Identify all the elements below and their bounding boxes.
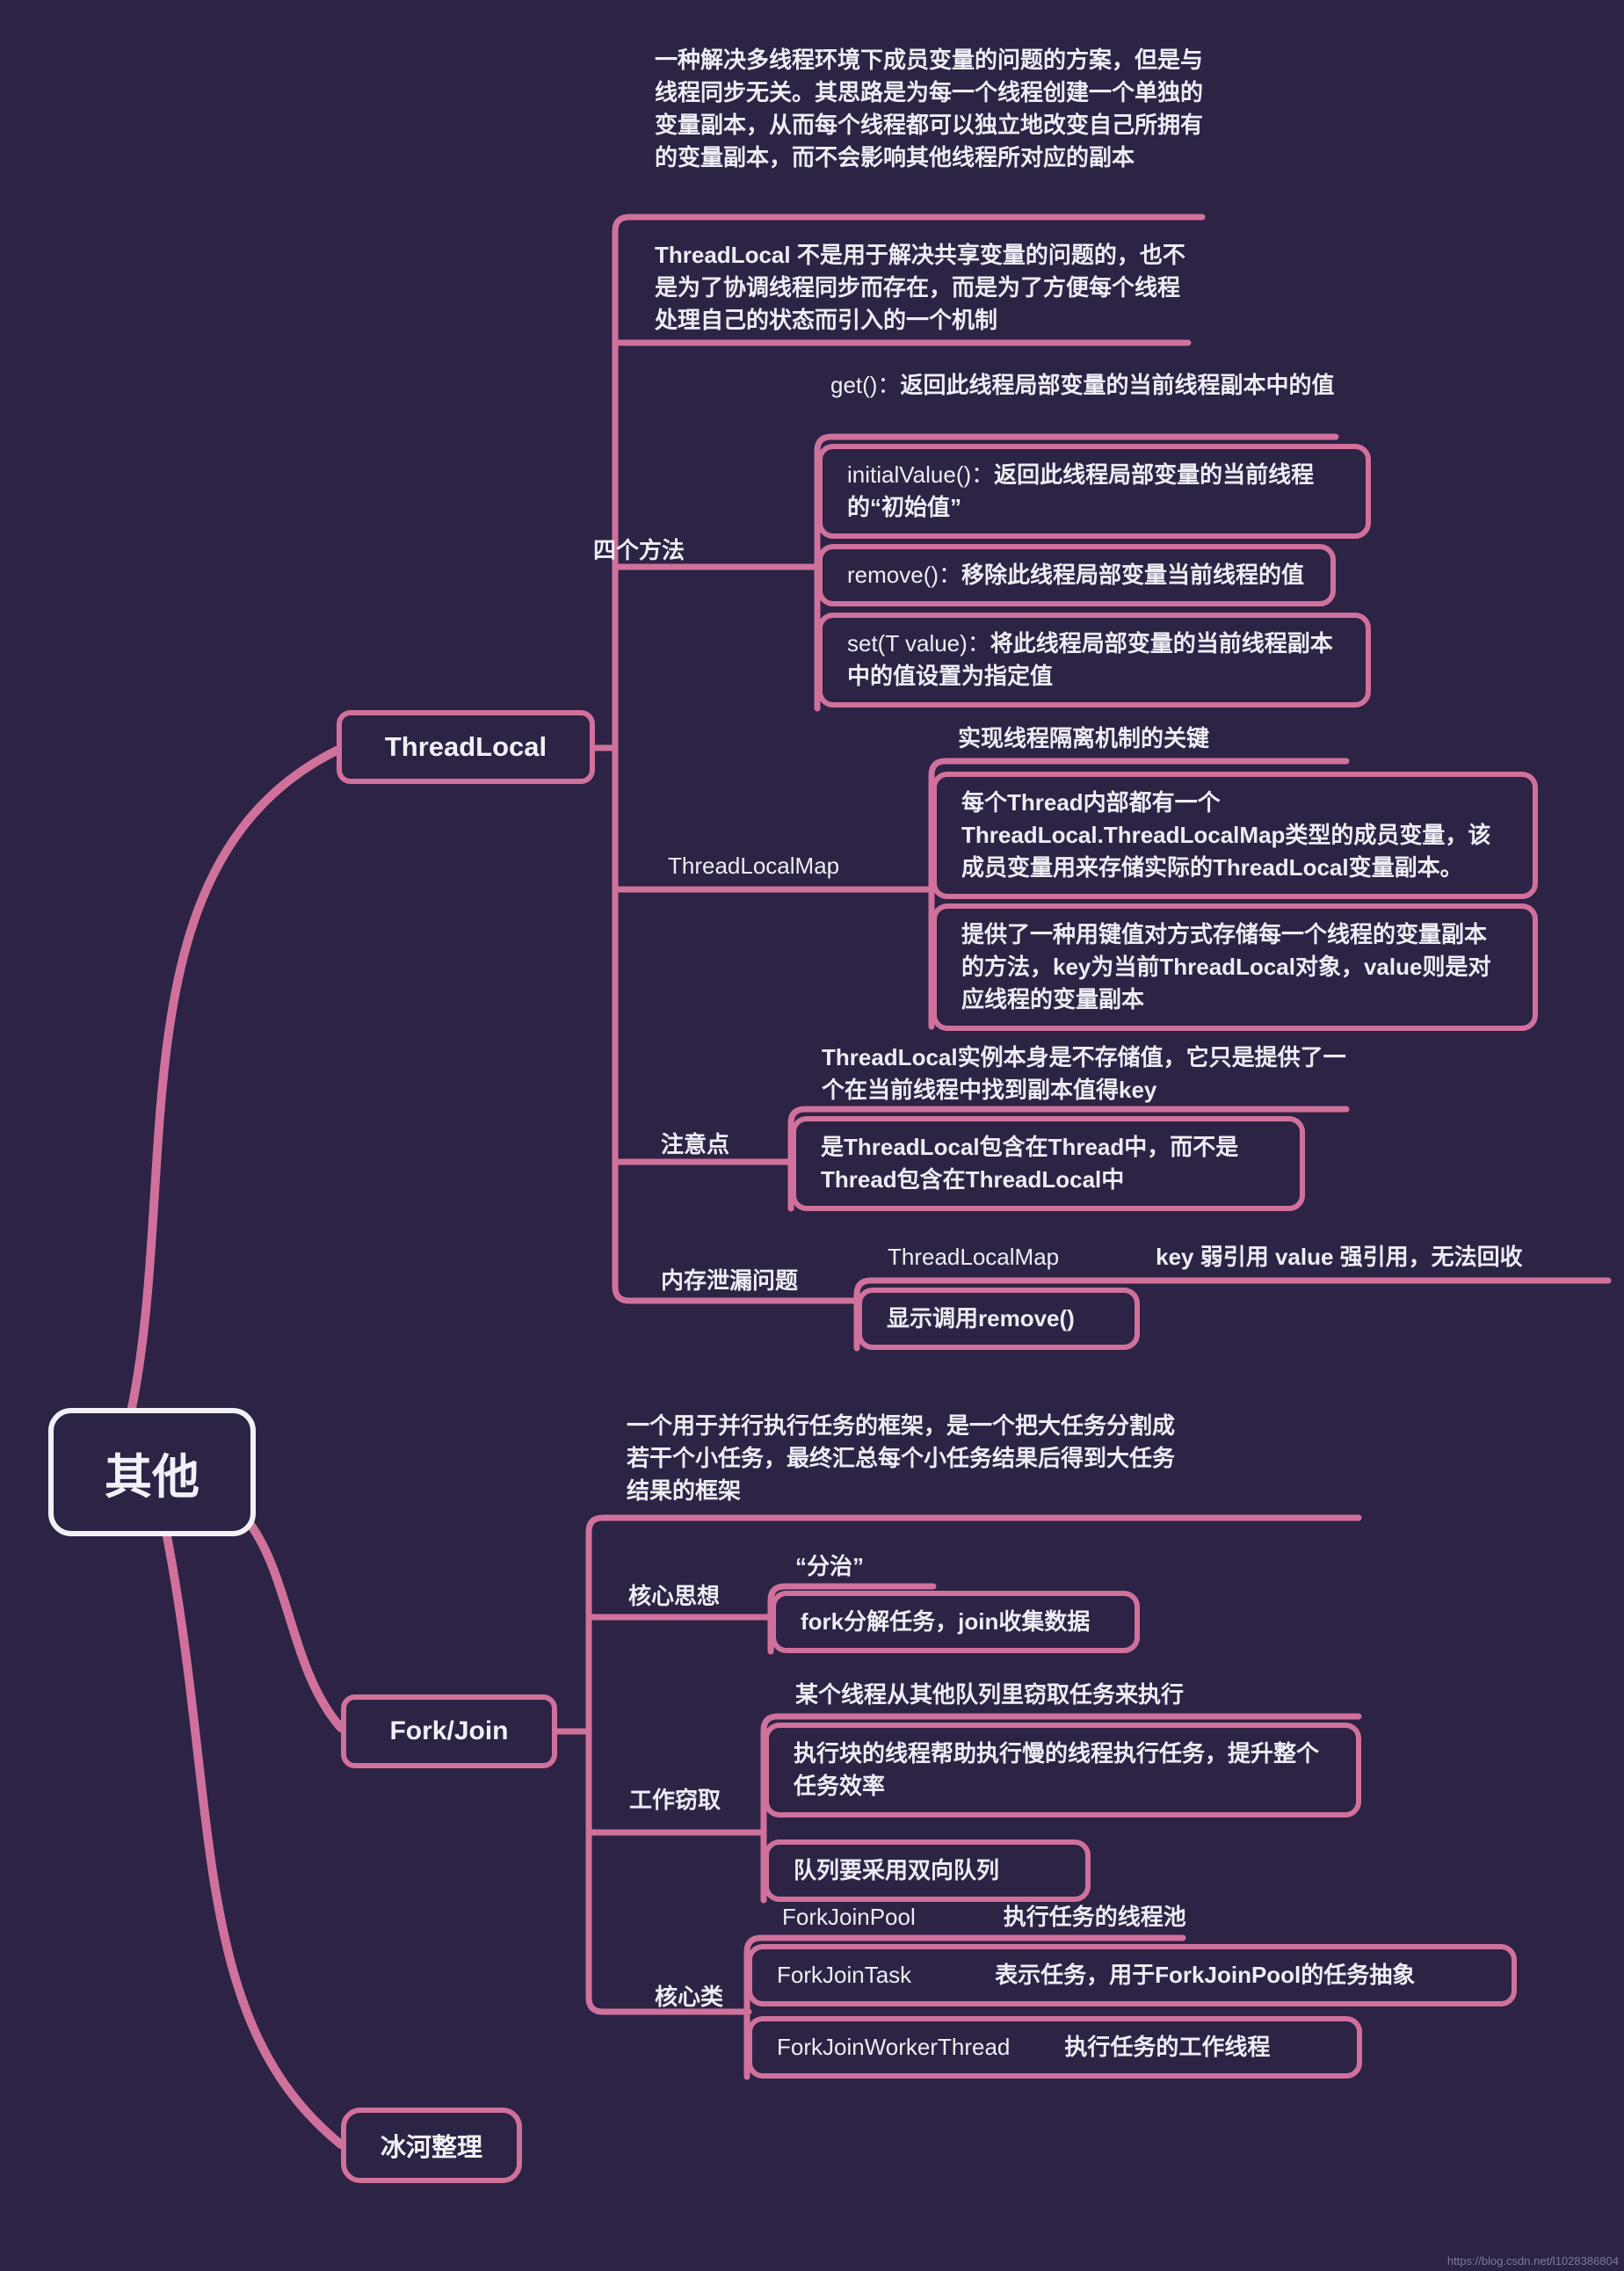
label-threadlocalmap[interactable]: ThreadLocalMap: [668, 853, 840, 879]
node-footer-label: 冰河整理: [380, 2134, 482, 2162]
label-core-classes[interactable]: 核心类: [655, 1984, 724, 2010]
node-forkjoin[interactable]: Fork/Join: [341, 1694, 557, 1768]
node-threadlocal-label: ThreadLocal: [384, 731, 547, 762]
trunk-threadlocal: [612, 214, 1206, 1304]
node-class-forkjoinworkerthread[interactable]: ForkJoinWorkerThread 执行任务的工作线程: [747, 2016, 1362, 2079]
node-leak-point2[interactable]: 显示调用remove(): [857, 1288, 1140, 1350]
method-set-desc: 将此线程局部变量的当前线程副本中的值设置为指定值: [847, 630, 1333, 689]
node-method-remove[interactable]: remove()：移除此线程局部变量当前线程的值: [817, 544, 1336, 606]
trunk-classes: [743, 1934, 1186, 2080]
label-work-stealing[interactable]: 工作窃取: [629, 1787, 721, 1813]
leaf-threadlocal-desc2[interactable]: ThreadLocal 不是用于解决共享变量的问题的，也不是为了协调线程同步而存…: [655, 242, 1185, 333]
leak-row-code: ThreadLocalMap: [888, 1244, 1060, 1270]
leaf-class-forkjoinpool[interactable]: ForkJoinPool 执行任务的线程池: [782, 1901, 1186, 1934]
class-forkjoinworkerthread-name: ForkJoinWorkerThread: [777, 2034, 1011, 2060]
class-forkjoinworkerthread-desc: 执行任务的工作线程: [1064, 2034, 1271, 2060]
trunk-steal: [760, 1713, 1362, 1904]
leaf-leak-row[interactable]: ThreadLocalMap key 弱引用 value 强引用，无法回收: [888, 1241, 1523, 1273]
node-forkjoin-label: Fork/Join: [389, 1716, 509, 1745]
class-forkjointask-desc: 表示任务，用于ForkJoinPool的任务抽象: [995, 1962, 1416, 1988]
label-memory-leak[interactable]: 内存泄漏问题: [661, 1267, 799, 1294]
leaf-notes-point1[interactable]: ThreadLocal实例本身是不存储值，它只是提供了一个在当前线程中找到副本值…: [822, 1044, 1346, 1103]
method-remove-code: remove()：: [847, 562, 962, 588]
node-steal-point3[interactable]: 队列要采用双向队列: [764, 1839, 1091, 1902]
trunk-forkjoin: [585, 1514, 1362, 2015]
curve-root-to-forkjoin: [242, 1514, 345, 1732]
leaf-map-point1[interactable]: 实现线程隔离机制的关键: [958, 725, 1210, 751]
label-four-methods[interactable]: 四个方法: [593, 537, 685, 563]
leaf-idea-point1[interactable]: “分治”: [795, 1553, 865, 1579]
leak-row-desc: key 弱引用 value 强引用，无法回收: [1156, 1244, 1523, 1270]
leaf-method-get[interactable]: get()：返回此线程局部变量的当前线程副本中的值: [830, 369, 1345, 402]
node-map-point3[interactable]: 提供了一种用键值对方式存储每一个线程的变量副本的方法，key为当前ThreadL…: [932, 903, 1538, 1031]
method-remove-desc: 移除此线程局部变量当前线程的值: [961, 562, 1305, 588]
label-notes[interactable]: 注意点: [661, 1131, 730, 1157]
class-forkjoinpool-name: ForkJoinPool: [782, 1904, 916, 1930]
root-node-other[interactable]: 其他: [48, 1408, 256, 1536]
node-method-initialvalue[interactable]: initialValue()：返回此线程局部变量的当前线程的“初始值”: [817, 444, 1371, 539]
node-idea-point2[interactable]: fork分解任务，join收集数据: [771, 1591, 1140, 1653]
csdn-watermark: https://blog.csdn.net/l1028386804: [1446, 2254, 1619, 2267]
leaf-forkjoin-desc[interactable]: 一个用于并行执行任务的框架，是一个把大任务分割成若干个小任务，最终汇总每个小任务…: [627, 1412, 1176, 1504]
label-core-idea[interactable]: 核心思想: [628, 1583, 721, 1609]
method-get-code: get()：: [830, 372, 901, 398]
node-class-forkjointask[interactable]: ForkJoinTask 表示任务，用于ForkJoinPool的任务抽象: [747, 1944, 1517, 2006]
root-node-label: 其他: [105, 1450, 199, 1504]
node-threadlocal[interactable]: ThreadLocal: [337, 710, 595, 784]
node-map-point2[interactable]: 每个Thread内部都有一个ThreadLocal.ThreadLocalMap…: [932, 772, 1538, 899]
method-initialvalue-code: initialValue()：: [847, 461, 995, 488]
leaf-threadlocal-desc1[interactable]: 一种解决多线程环境下成员变量的问题的方案，但是与线程同步无关。其思路是为每一个线…: [655, 47, 1204, 171]
trunk-leak: [853, 1277, 1612, 1352]
trunk-idea: [767, 1583, 937, 1655]
node-steal-point2[interactable]: 执行块的线程帮助执行慢的线程执行任务，提升整个任务效率: [764, 1723, 1361, 1818]
node-notes-point2[interactable]: 是ThreadLocal包含在Thread中，而不是Thread包含在Threa…: [791, 1116, 1305, 1211]
curve-root-to-footer: [163, 1532, 345, 2149]
trunk-notes: [787, 1106, 1350, 1212]
node-method-set[interactable]: set(T value)：将此线程局部变量的当前线程副本中的值设置为指定值: [817, 613, 1371, 707]
class-forkjoinpool-desc: 执行任务的线程池: [1003, 1904, 1186, 1930]
class-forkjointask-name: ForkJoinTask: [777, 1962, 912, 1988]
method-set-code: set(T value)：: [847, 630, 990, 657]
leaf-steal-point1[interactable]: 某个线程从其他队列里窃取任务来执行: [795, 1681, 1185, 1708]
method-get-desc: 返回此线程局部变量的当前线程副本中的值: [900, 372, 1335, 398]
curve-root-to-threadlocal: [127, 746, 341, 1412]
trunk-map: [928, 758, 1350, 1030]
node-footer-binghe[interactable]: 冰河整理: [341, 2108, 522, 2183]
trunk-methods: [814, 433, 1339, 712]
method-initialvalue-desc: 返回此线程局部变量的当前线程的“初始值”: [847, 461, 1315, 520]
